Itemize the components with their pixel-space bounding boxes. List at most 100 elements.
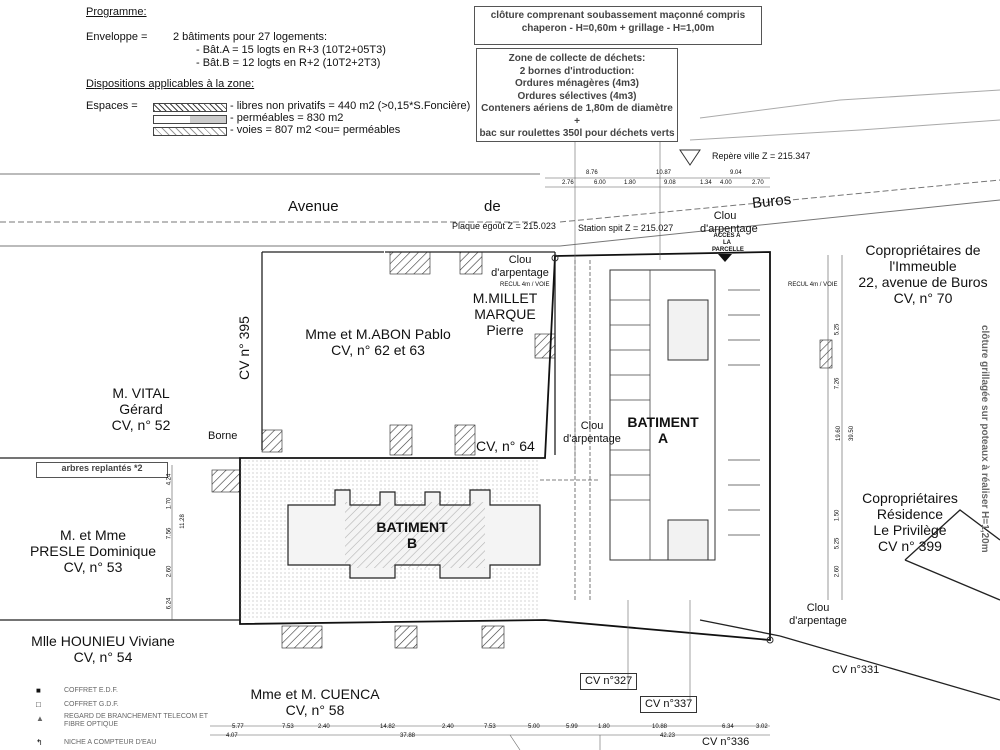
dim-value: 1.34 — [700, 180, 712, 186]
espaces-item: - voies = 807 m2 <ou= perméables — [230, 124, 401, 136]
dim-value: 8.76 — [586, 170, 598, 176]
dim-lines-right — [827, 255, 843, 600]
dechets-note-box: Zone de collecte de déchets: 2 bornes d'… — [476, 48, 678, 142]
recul-label: RECUL 4m / VOIE — [500, 282, 550, 288]
owner-name: PRESLE Dominique — [29, 543, 157, 560]
owner-name: Copropriétaires — [862, 490, 958, 506]
enveloppe-line: - Bât.B = 12 logts en R+2 (10T2+2T3) — [196, 57, 381, 69]
recul-label: RECUL 4m / VOIE — [788, 282, 838, 288]
parcel-cv336: CV n°336 — [702, 736, 750, 748]
owner-name: Résidence — [876, 506, 944, 523]
owner-name: M. et Mme — [59, 527, 127, 543]
building-a-letter: A — [657, 430, 669, 447]
dim-value: 3.02 — [756, 724, 768, 730]
dim-value: 10.88 — [652, 724, 668, 730]
dim-value: 37.88 — [400, 733, 416, 739]
clou-label: Clou d'arpentage — [563, 420, 621, 445]
owner-name: Le Privilège — [873, 522, 947, 539]
building-a-footprint — [609, 269, 716, 561]
dechets-note-line: + — [574, 115, 580, 127]
enveloppe-line: 2 bâtiments pour 27 logements: — [173, 31, 328, 43]
legend-gdf-icon: □ — [36, 700, 41, 709]
owner-name: l'Immeuble — [889, 258, 957, 275]
owner-name: Mlle HOUNIEU Viviane — [31, 633, 175, 649]
building-b-label: BATIMENT B — [362, 519, 462, 551]
clou-label: Clou d'arpentage — [491, 254, 549, 279]
station-label: Station spit Z = 215.027 — [578, 223, 674, 233]
dim-value: 6.24 — [166, 597, 173, 610]
building-b-hatch — [345, 502, 485, 568]
dechets-note-line: 2 bornes d'introduction: — [519, 65, 635, 77]
dechets-note-line: Ordures sélectives (4m3) — [517, 90, 637, 102]
dim-value: 14.82 — [380, 724, 396, 730]
parking-stalls-a — [610, 270, 760, 560]
dim-value: 7.56 — [166, 527, 173, 540]
dim-value: 39.50 — [849, 425, 856, 441]
owner-name: Mme et M.ABON Pablo — [305, 326, 451, 342]
dim-value: 6.00 — [594, 180, 606, 186]
dim-value: 42.23 — [660, 733, 676, 739]
dim-value: 2.76 — [562, 180, 574, 186]
owner-parcel: CV, n° 54 — [73, 649, 133, 666]
dim-value: 9.04 — [730, 170, 742, 176]
dim-value: 7.26 — [834, 377, 841, 390]
dim-value: 5.25 — [834, 323, 841, 336]
dim-value: 1.50 — [834, 509, 841, 522]
arbres-note-box: arbres replantés *2 — [36, 462, 168, 478]
dim-lines-bottom — [210, 725, 770, 736]
benchmark-icon — [679, 149, 701, 166]
legend-telecom-icon: ▲ — [36, 714, 44, 723]
enveloppe-label: Enveloppe = — [86, 31, 148, 43]
owner-name: Gérard — [119, 401, 163, 418]
parcel-cv337: CV n°337 — [640, 696, 698, 713]
repere-label: Repère ville Z = 215.347 — [712, 151, 811, 161]
dim-value: 9.08 — [664, 180, 676, 186]
legend-edf-icon: ■ — [36, 686, 41, 695]
dim-lines-top — [545, 177, 770, 188]
dim-value: 2.60 — [166, 565, 173, 578]
dim-value: 7.53 — [282, 724, 294, 730]
building-a-title: BATIMENT — [627, 414, 699, 430]
owner-name: 22, avenue de Buros — [858, 274, 988, 291]
survey-nail-icon — [766, 636, 774, 644]
dim-value: 11.28 — [179, 514, 186, 529]
swatch-libres — [153, 103, 227, 112]
enveloppe-line: - Bât.A = 15 logts en R+3 (10T2+05T3) — [196, 44, 386, 56]
cloture-note-line: clôture comprenant soubassement maçonné … — [490, 10, 746, 21]
parcel-cv331: CV n°331 — [832, 664, 880, 676]
dispositions-title: Dispositions applicables à la zone: — [86, 78, 255, 90]
owner-parcel: CV, n° 53 — [63, 559, 123, 576]
street-name-word: de — [484, 198, 501, 215]
borne-label: Borne — [208, 430, 238, 442]
owner-copro-residence: Copropriétaires Résidence Le Privilège C… — [840, 490, 980, 554]
espaces-item: - libres non privatifs = 440 m2 (>0,15*S… — [230, 100, 471, 112]
building-b-letter: B — [406, 535, 418, 552]
survey-nail-icon — [551, 254, 559, 262]
dechets-note-line: Zone de collecte de déchets: — [508, 53, 646, 64]
site-boundary — [239, 251, 771, 641]
owner-parcel: CV, n° 58 — [285, 702, 345, 719]
owner-name: M. VITAL — [112, 385, 170, 401]
dim-value: 4.00 — [720, 180, 732, 186]
owner-name: Mme et M. CUENCA — [250, 686, 380, 702]
clou-label: Clou d'arpentage — [700, 210, 758, 235]
cloture-note-line: chaperon - H=0,60m + grillage - H=1,00m — [521, 22, 715, 34]
legend-water-icon: ↰ — [36, 738, 43, 747]
plaque-label: Plaque égoût Z = 215.023 — [452, 221, 556, 231]
dim-value: 5.00 — [528, 724, 540, 730]
acces-label: ACCES À LA PARCELLE — [712, 233, 744, 253]
dim-value: 4.07 — [226, 733, 238, 739]
owner-parcel: CV, n° 52 — [111, 417, 171, 434]
owner-parcel: CV n° 399 — [878, 538, 942, 555]
parcel-cv395: CV n° 395 — [236, 316, 252, 380]
parcel-lines — [0, 251, 1000, 701]
cloture-right-note: clôture grillagée sur poteaux à réaliser… — [979, 325, 990, 553]
clou-label: Clou d'arpentage — [789, 602, 847, 627]
swatch-permeables — [153, 115, 227, 124]
dim-value: 2.40 — [318, 724, 330, 730]
dim-value: 1.70 — [166, 497, 173, 510]
espaces-item: - perméables = 830 m2 — [230, 112, 344, 124]
dim-value: 10.87 — [656, 170, 672, 176]
owner-copro-immeuble: Copropriétaires de l'Immeuble 22, avenue… — [848, 242, 998, 306]
